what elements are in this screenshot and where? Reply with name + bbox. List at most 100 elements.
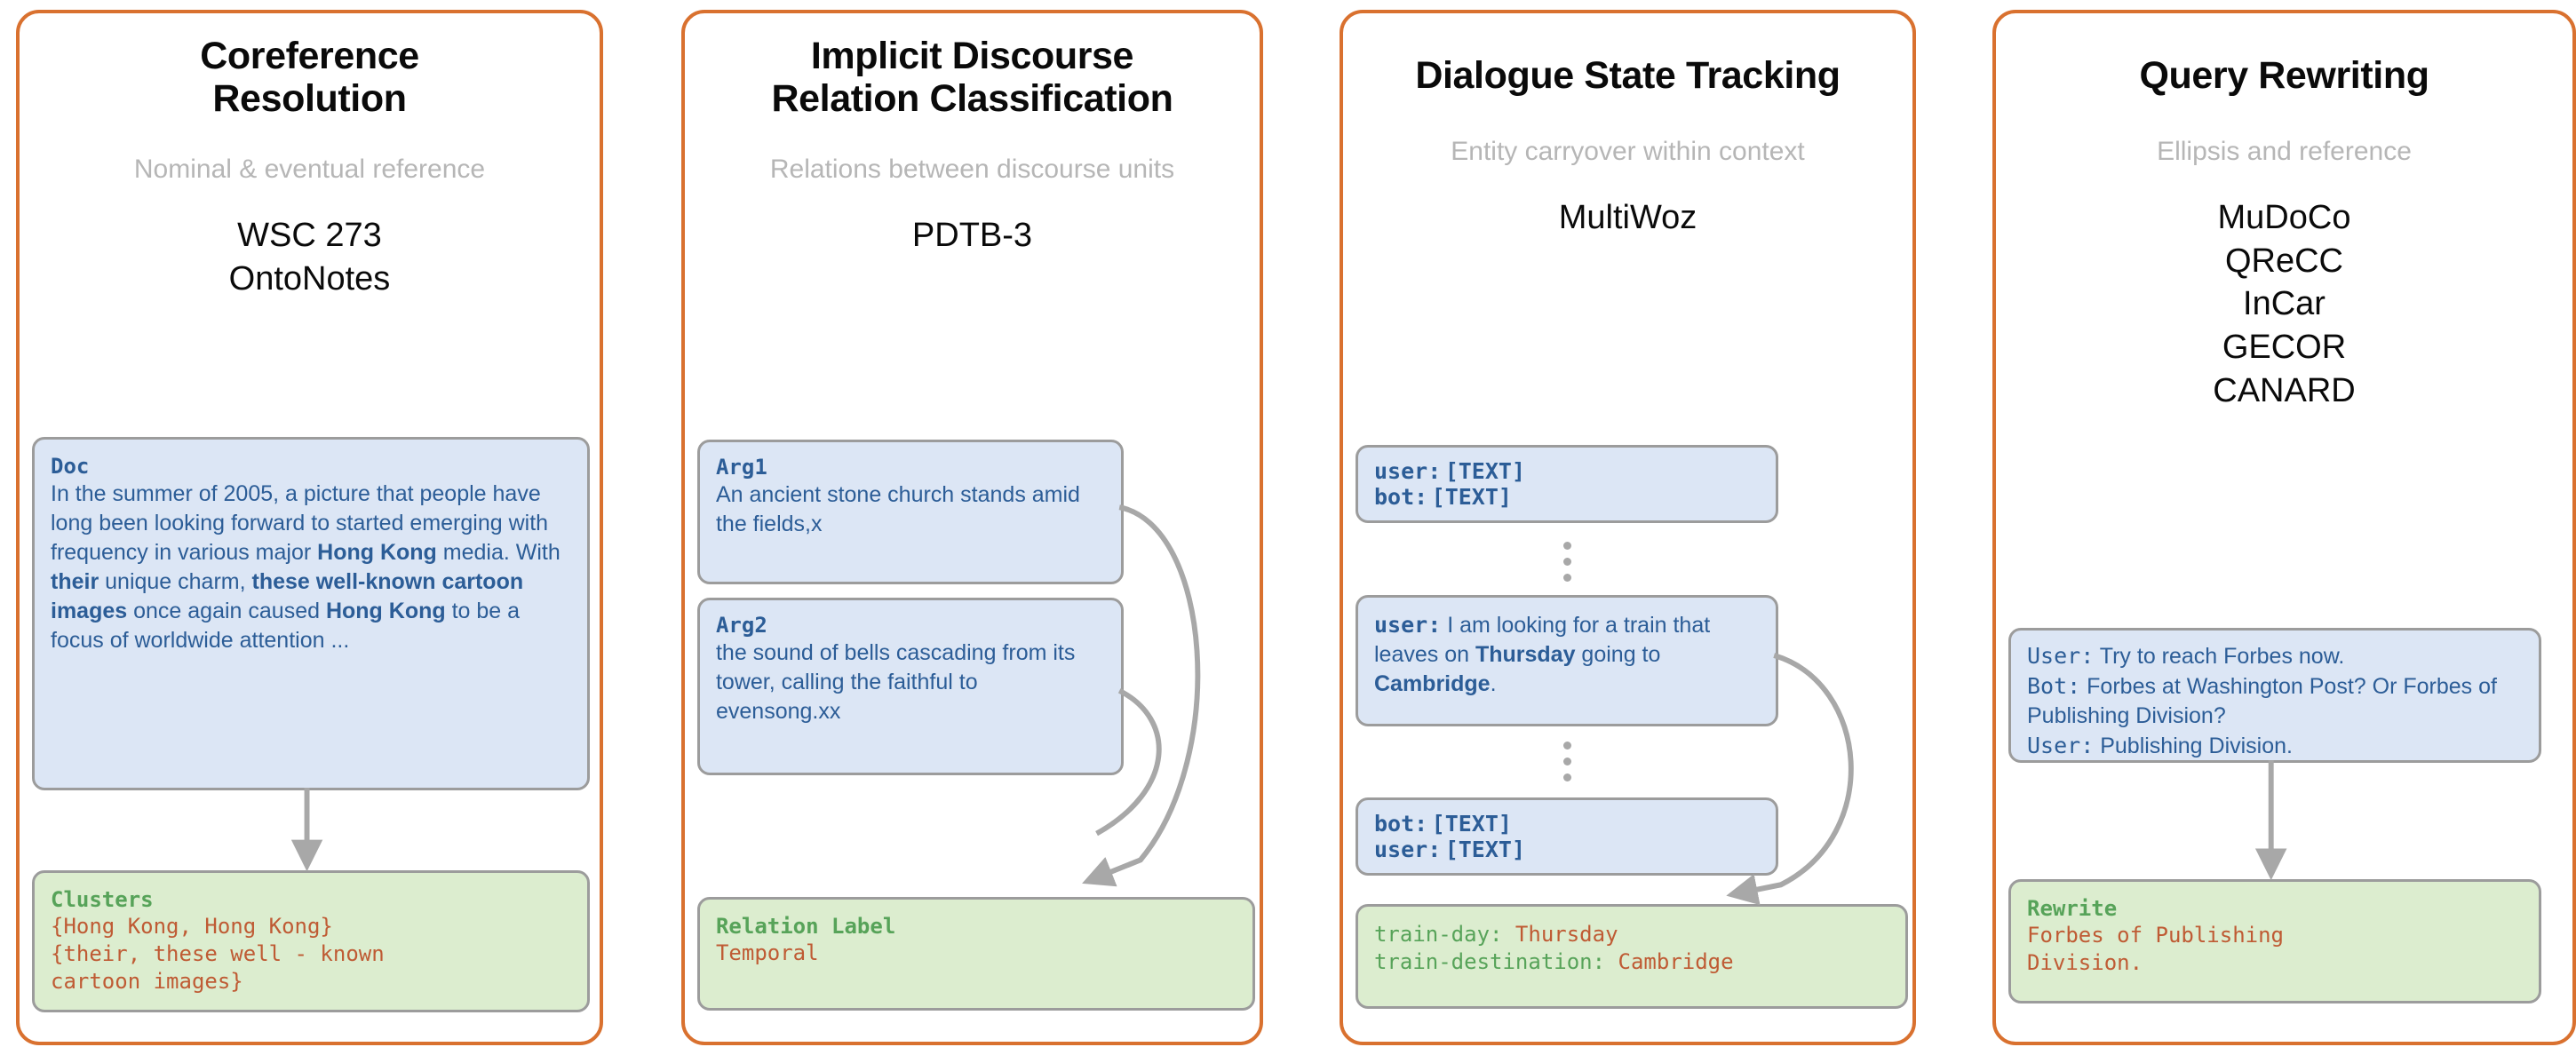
card-query-rewriting: Query Rewriting Ellipsis and reference M… [1992,10,2576,1045]
ellipsis-separator-2 [1562,742,1571,781]
dataset-list: MuDoCo QReCC InCar GECOR CANARD [1996,196,2572,412]
highlighted-span: Hong Kong [317,540,437,566]
arg2-text: the sound of bells cascading from its to… [715,640,1076,725]
speaker-label: bot: [1373,811,1428,837]
arg2-box: Arg2 the sound of bells cascading from i… [696,598,1124,775]
highlighted-span: these well-known cartoon images [51,569,524,624]
state-value: Thursday [1502,922,1618,947]
card-subtitle: Entity carryover within context [1451,137,1805,167]
speaker-label: user: [1373,837,1442,862]
doc-text: In the summer of 2005, a picture that pe… [51,480,571,655]
turn-text: [TEXT] [1431,811,1512,837]
relation-label-value: Temporal [715,940,819,965]
arg1-text: An ancient stone church stands amid the … [715,482,1080,537]
dialogue-text: Publishing Division. [2094,734,2293,758]
turn-line: bot: [TEXT] [1374,811,1760,837]
dataset-name: PDTB-3 [911,217,1033,255]
clusters-output-box: Clusters {Hong Kong, Hong Kong}{their, t… [32,870,590,1012]
speaker-label: bot: [1373,484,1428,510]
dataset-name: QReCC [2224,242,2344,280]
dialogue-text: Try to reach Forbes now. [2094,644,2345,669]
output-line: {Hong Kong, Hong Kong} [51,914,333,939]
dataset-list: WSC 273 OntoNotes [20,214,600,300]
plain-span: going to [1575,642,1661,667]
plain-span: . [1490,671,1497,696]
speaker-label: User: [2027,643,2095,669]
dataset-name: MuDoCo [2217,199,2351,237]
ellipsis-separator-1 [1562,542,1571,582]
card-title: Dialogue State Tracking [1343,54,1912,97]
dialogue-text: Forbes at Washington Post? Or Forbes of … [2027,674,2497,728]
card-dialogue-state-tracking: Dialogue State Tracking Entity carryover… [1339,10,1916,1045]
state-pair: train-destination: Cambridge [1374,948,1889,976]
dataset-name: WSC 273 [237,217,382,255]
highlighted-span: Hong Kong [325,599,446,624]
turn-text: [TEXT] [1444,458,1526,484]
arg1-box: Arg1 An ancient stone church stands amid… [696,440,1124,584]
plain-span: media. With [436,540,561,566]
arg2-label: Arg2 [715,613,767,638]
card-title: Implicit Discourse Relation Classificati… [685,35,1260,120]
card-title-line1: Query Rewriting [2139,54,2429,97]
highlighted-span: their [51,569,99,595]
dataset-name: GECOR [2222,329,2347,367]
dialogue-turn-box-1: user: [TEXT] bot: [TEXT] [1355,445,1778,523]
card-title-line2: Relation Classification [771,77,1173,121]
state-value: Cambridge [1605,949,1734,975]
clusters-content: {Hong Kong, Hong Kong}{their, these well… [51,913,571,996]
turn-line: user: I am looking for a train that leav… [1374,610,1760,699]
relation-label-title: Relation Label [715,914,896,939]
speaker-label: user: [1373,612,1442,638]
plain-span: I am looking for a train that leaves on [1373,613,1711,667]
dialogue-line: Bot: Forbes at Washington Post? Or Forbe… [2027,671,2523,731]
output-line: Division. [2027,950,2143,976]
state-key: train-day: [1373,922,1503,947]
card-subtitle: Nominal & eventual reference [133,155,486,185]
turn-line: user: [TEXT] [1374,458,1760,484]
rewrite-label: Rewrite [2027,896,2118,921]
dataset-name: CANARD [2213,371,2356,409]
turn-line: bot: [TEXT] [1374,484,1760,510]
output-line: Forbes of Publishing [2027,923,2284,948]
plain-span: unique charm, [99,569,252,595]
card-subtitle: Relations between discourse units [769,155,1175,185]
plain-span: to be a focus of worldwide attention ... [51,599,521,654]
output-line: cartoon images} [51,969,243,995]
dialogue-line: User: Publishing Division. [2027,731,2523,761]
clusters-label: Clusters [51,887,154,912]
card-title: Coreference Resolution [20,35,600,120]
arg1-label: Arg1 [715,455,767,480]
plain-span: In the summer of 2005, a picture that pe… [51,481,549,566]
turn-line: user: [TEXT] [1374,837,1760,862]
card-title-line1: Dialogue State Tracking [1415,54,1841,97]
query-dialogue-box: User: Try to reach Forbes now. Bot: Forb… [2008,628,2541,763]
turn-text: [TEXT] [1431,484,1512,510]
state-key: train-destination: [1373,949,1606,975]
dialogue-line: User: Try to reach Forbes now. [2027,641,2523,671]
card-title: Query Rewriting [1996,54,2572,97]
highlighted-span: Thursday [1475,642,1576,667]
dataset-list: MultiWoz [1343,196,1912,240]
card-implicit-discourse-relation-classification: Implicit Discourse Relation Classificati… [680,10,1263,1045]
speaker-label: Bot: [2027,673,2081,699]
card-coreference-resolution: Coreference Resolution Nominal & eventua… [16,10,603,1045]
dataset-name: MultiWoz [1558,199,1697,237]
dataset-name: InCar [2243,285,2326,323]
dataset-list: PDTB-3 [685,214,1260,258]
card-subtitle: Ellipsis and reference [2157,137,2412,167]
speaker-label: user: [1373,458,1442,484]
card-title-line1: Coreference [200,35,419,77]
card-title-line1: Implicit Discourse [810,35,1134,77]
turn-text: [TEXT] [1444,837,1526,862]
dialogue-turn-box-3: bot: [TEXT] user: [TEXT] [1355,797,1778,876]
state-output-box: train-day: Thursday train-destination: C… [1355,904,1908,1009]
state-pair: train-day: Thursday [1374,921,1889,948]
dataset-name: OntoNotes [228,259,391,297]
highlighted-span: Cambridge [1373,671,1491,696]
doc-input-box: Doc In the summer of 2005, a picture tha… [32,437,590,790]
dialogue-turn-box-2: user: I am looking for a train that leav… [1355,595,1778,726]
speaker-label: User: [2027,733,2095,758]
